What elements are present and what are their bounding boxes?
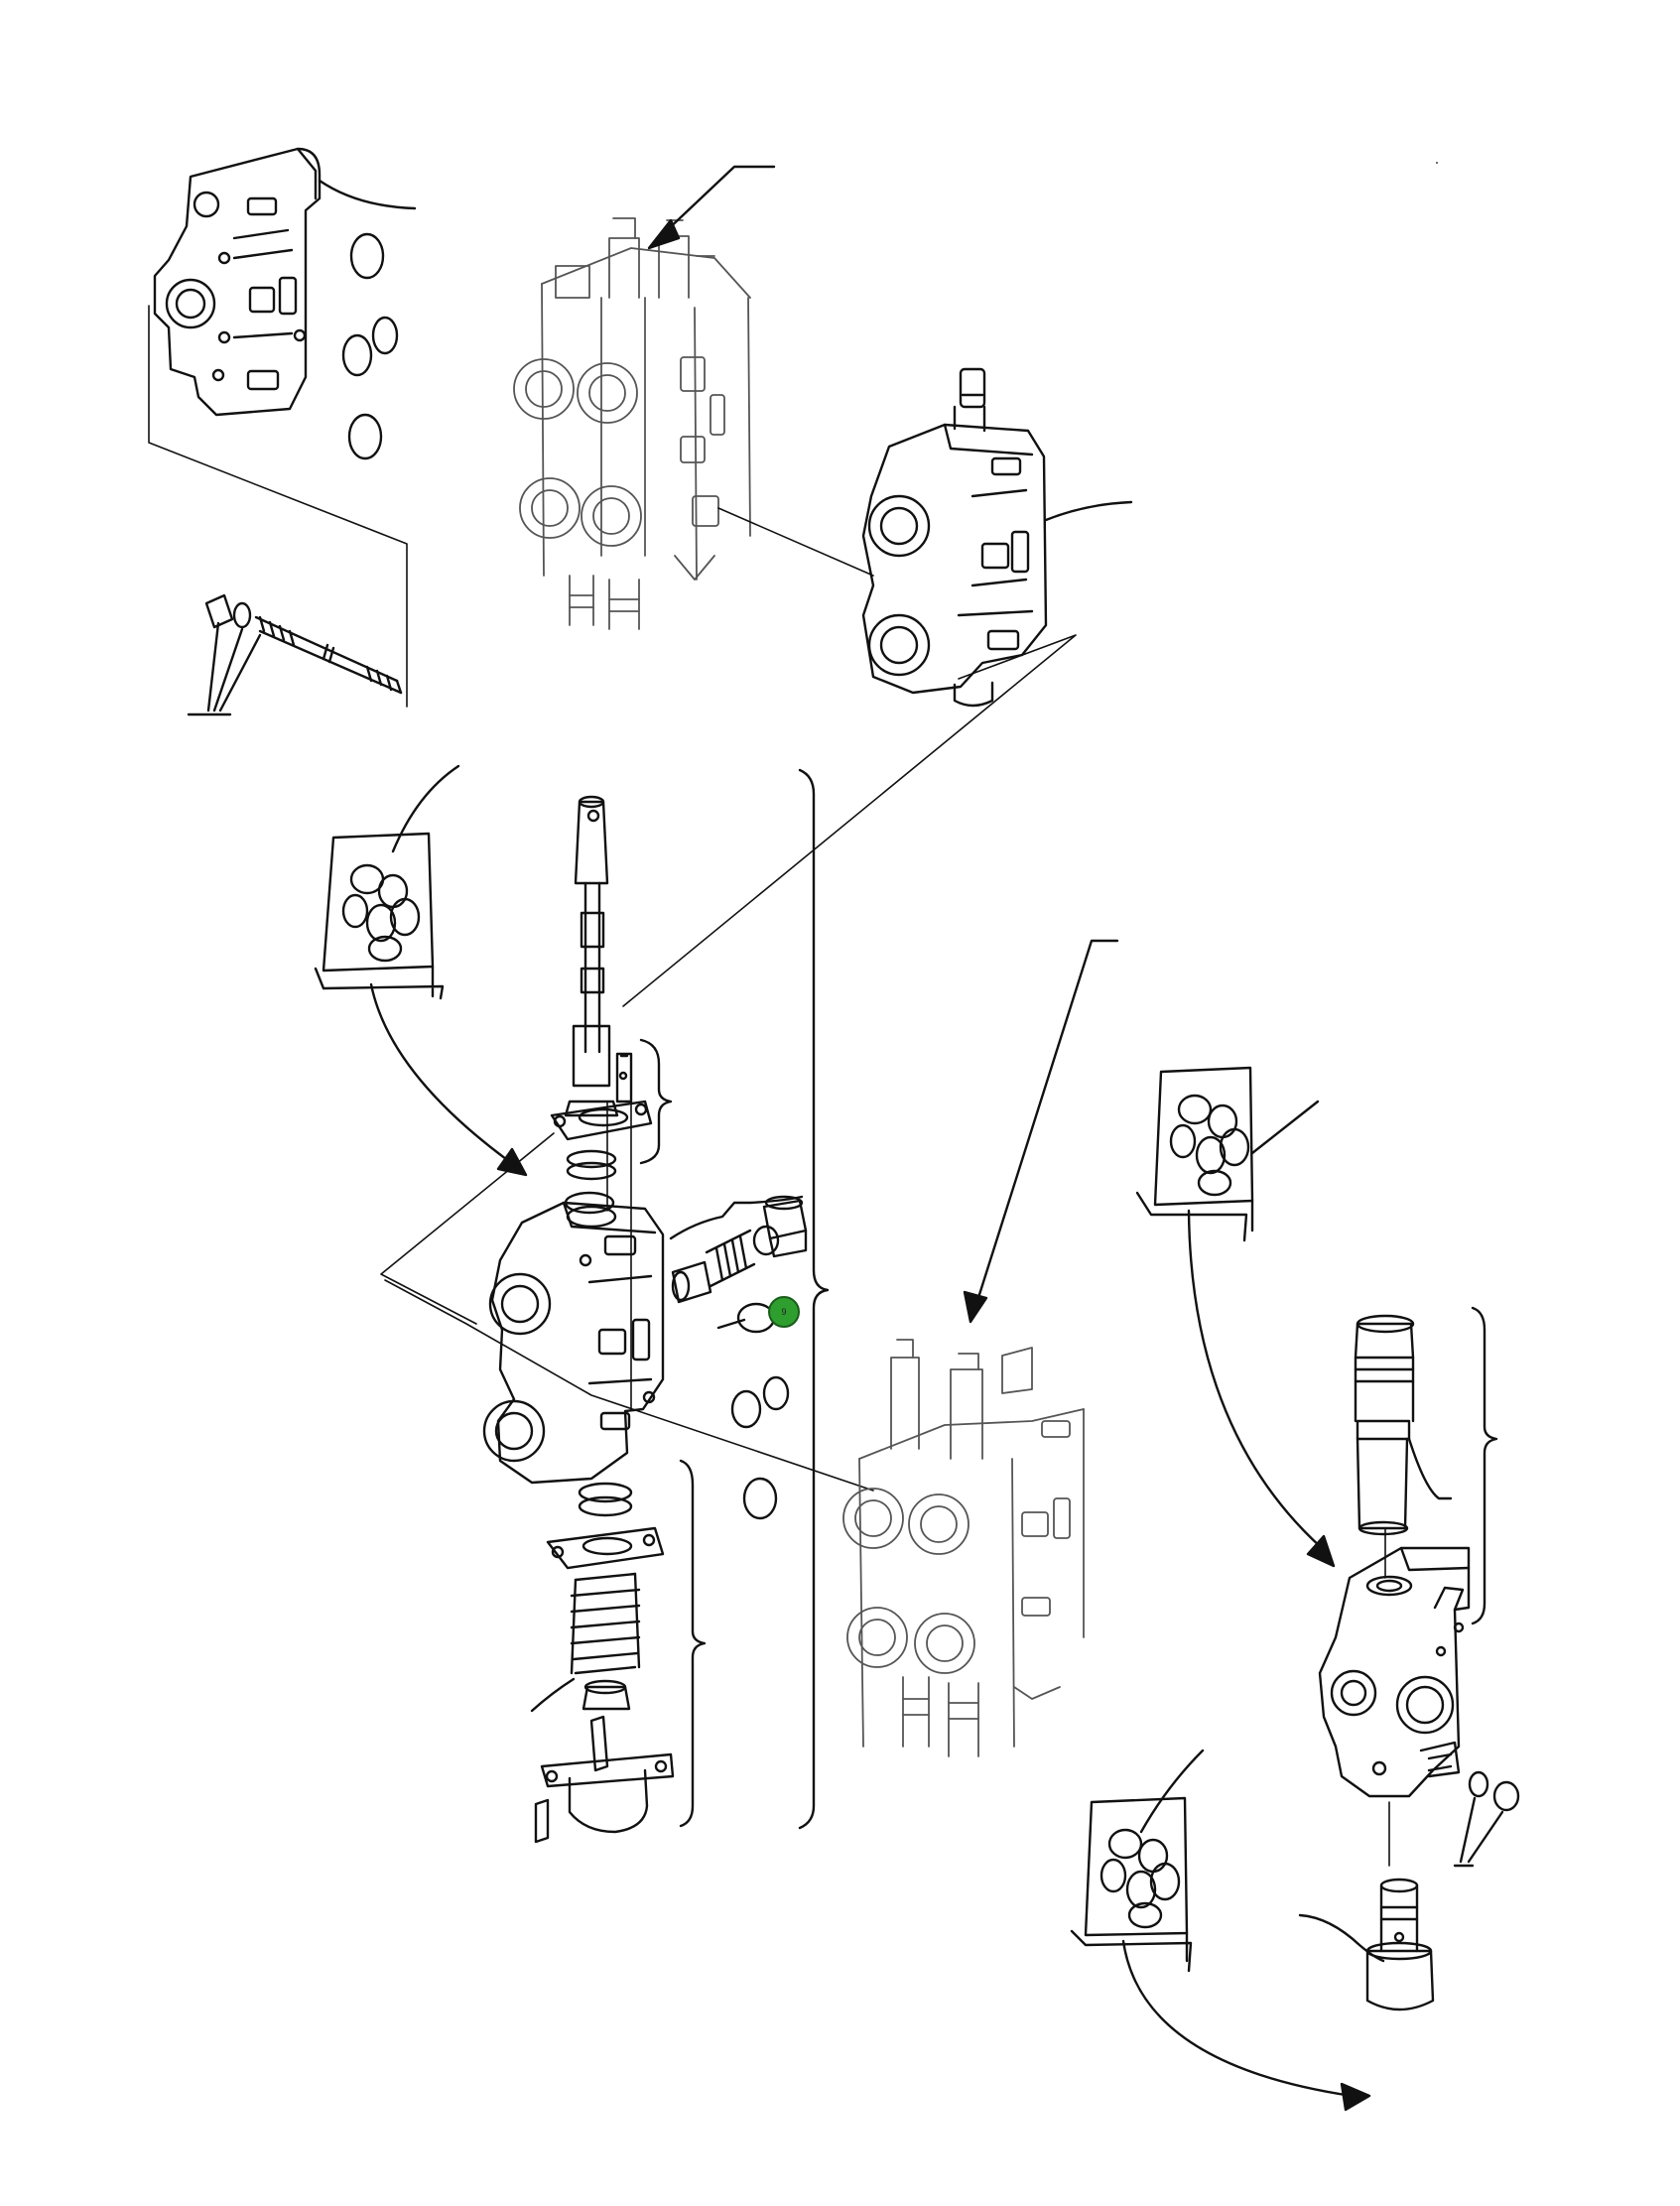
callout-label: 9 bbox=[781, 1307, 786, 1317]
callout-9[interactable]: 9 bbox=[768, 1296, 800, 1328]
brace-main bbox=[798, 768, 830, 1830]
leader-line bbox=[1250, 1100, 1320, 1155]
leader-line bbox=[391, 764, 460, 853]
seal-kit-card-bottom bbox=[1070, 1796, 1193, 1973]
kit-arrow-curve bbox=[369, 982, 508, 1161]
leader-arrow-center-stack bbox=[974, 939, 1119, 1306]
assembly-line bbox=[380, 1132, 555, 1325]
end-cover-plate bbox=[153, 147, 322, 417]
arrow-head bbox=[1306, 1534, 1336, 1568]
tie-rod-bolt bbox=[204, 593, 403, 695]
arrow-head bbox=[963, 1290, 988, 1324]
assembly-line bbox=[622, 507, 1077, 1007]
leader-arrow-top-stack bbox=[661, 165, 776, 236]
arrow-head bbox=[647, 218, 681, 250]
inlet-cartridge bbox=[1354, 1314, 1415, 1536]
leader-line bbox=[530, 1677, 576, 1713]
plug-cartridge bbox=[1365, 1878, 1435, 2011]
seal-kit-card-left bbox=[314, 832, 445, 1000]
leader-line bbox=[318, 179, 417, 210]
brace-right bbox=[1471, 1306, 1498, 1625]
spool-seal-plate bbox=[550, 1100, 653, 1141]
kit-arrow-curve bbox=[1187, 1209, 1324, 1550]
speck bbox=[1436, 162, 1438, 164]
valve-stack-top bbox=[513, 217, 751, 630]
seal-kit-card-right bbox=[1135, 1066, 1254, 1242]
leader-washers bbox=[1453, 1796, 1504, 1868]
arrow-head bbox=[1340, 2082, 1371, 2112]
inlet-body bbox=[1318, 1546, 1471, 1798]
valve-stack-center bbox=[842, 1339, 1085, 1757]
relief-valve-brace bbox=[669, 1195, 804, 1240]
o-rings-cover bbox=[341, 232, 399, 460]
assembly-line bbox=[1384, 1527, 1390, 1867]
brace-lower bbox=[679, 1459, 707, 1828]
relief-valve-cartridge bbox=[671, 1195, 808, 1304]
spring-assembly bbox=[534, 1482, 675, 1844]
leader-tie-rod bbox=[187, 621, 262, 716]
end-section-valve bbox=[861, 367, 1048, 708]
callout-marker[interactable] bbox=[768, 1296, 800, 1328]
leader-line bbox=[1407, 1437, 1453, 1500]
assembly-line bbox=[148, 305, 408, 708]
o-rings-section bbox=[730, 1375, 790, 1520]
valve-section-body bbox=[482, 1201, 665, 1485]
leader-line bbox=[1139, 1749, 1205, 1834]
leader-line bbox=[1044, 500, 1133, 522]
assembly-line bbox=[384, 1279, 874, 1492]
control-spool bbox=[564, 795, 628, 1117]
leader-line bbox=[1298, 1913, 1385, 1963]
brace bbox=[639, 1038, 673, 1165]
kit-arrow-curve bbox=[1121, 1939, 1354, 2098]
arrow-head bbox=[496, 1147, 528, 1177]
washers-right bbox=[1468, 1770, 1520, 1812]
